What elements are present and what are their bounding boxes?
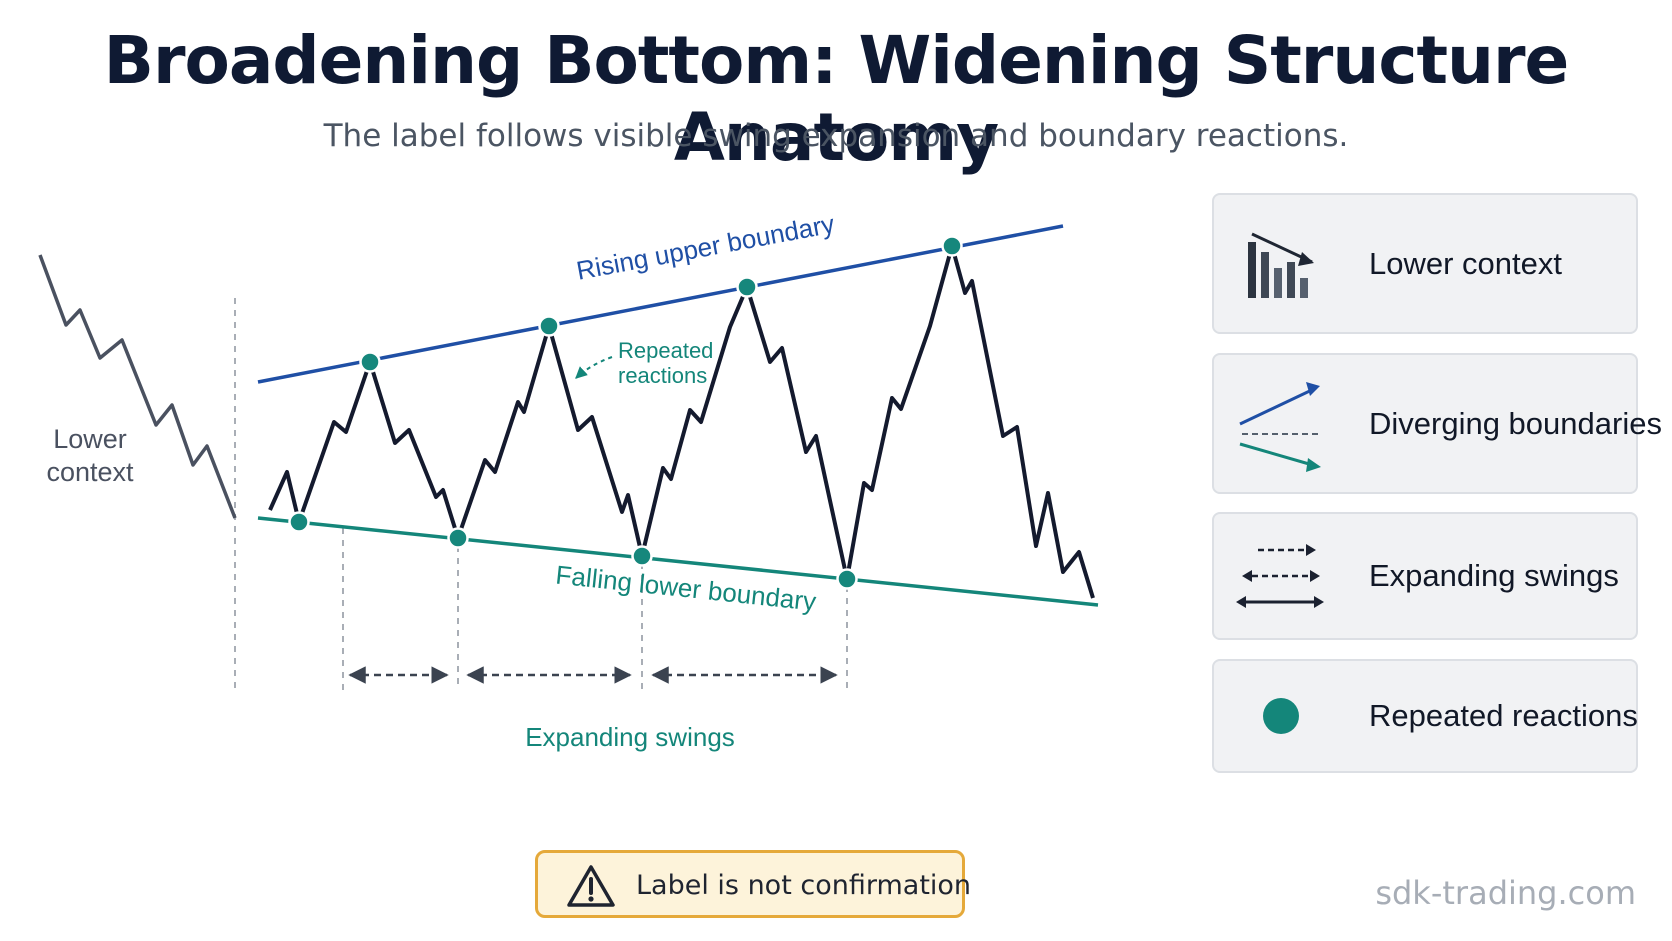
- warning-text: Label is not confirmation: [636, 870, 972, 901]
- legend-card-diverging-boundaries: Diverging boundaries: [1212, 353, 1662, 494]
- page-title: Broadening Bottom: Widening Structure An…: [103, 22, 1570, 176]
- legend-label: Repeated reactions: [1369, 698, 1638, 733]
- legend-label: Diverging boundaries: [1369, 405, 1662, 441]
- reaction-point: [836, 568, 858, 590]
- legend-label: Lower context: [1369, 245, 1562, 281]
- teal-dot-icon: [1263, 698, 1299, 734]
- warning-badge: Label is not confirmation: [535, 850, 971, 918]
- legend-label: Expanding swings: [1369, 558, 1619, 593]
- reaction-point: [447, 527, 469, 549]
- legend-card-repeated-reactions: Repeated reactions: [1212, 659, 1638, 773]
- reaction-point: [359, 351, 381, 373]
- reaction-point: [288, 511, 310, 533]
- rising-upper-boundary-line: [257, 224, 1064, 384]
- lower-context-line: [38, 254, 237, 519]
- falling-lower-boundary-line: [257, 516, 1099, 607]
- reaction-point: [631, 545, 653, 567]
- lower-context-label: Lower: [53, 424, 127, 454]
- rising-upper-boundary-label: Rising upper boundary: [574, 209, 837, 286]
- warning-triangle-icon: [567, 865, 615, 907]
- falling-lower-boundary-label: Falling lower boundary: [554, 559, 817, 616]
- reaction-point: [736, 276, 758, 298]
- legend-card-lower-context: Lower context: [1212, 193, 1638, 334]
- watermark: sdk-trading.com: [1375, 874, 1636, 912]
- reaction-point: [538, 315, 560, 337]
- page-subtitle: The label follows visible swing expansio…: [323, 118, 1349, 154]
- repeated-reactions-pointer: [575, 356, 613, 379]
- repeated-reactions-label: Repeated: [618, 338, 713, 363]
- broadening-bottom-diagram: Lower context Rising upper boundary Fall…: [38, 209, 1099, 752]
- lower-context-label: context: [46, 457, 134, 487]
- repeated-reactions-label: reactions: [618, 363, 707, 388]
- expanding-arrows-icon: [1236, 544, 1324, 608]
- price-path-line: [268, 244, 1095, 599]
- expanding-swings-label: Expanding swings: [525, 722, 735, 752]
- declining-bars-icon: [1248, 232, 1314, 298]
- legend-card-expanding-swings: Expanding swings: [1212, 512, 1638, 640]
- diverging-lines-icon: [1239, 381, 1321, 472]
- reaction-point: [941, 235, 963, 257]
